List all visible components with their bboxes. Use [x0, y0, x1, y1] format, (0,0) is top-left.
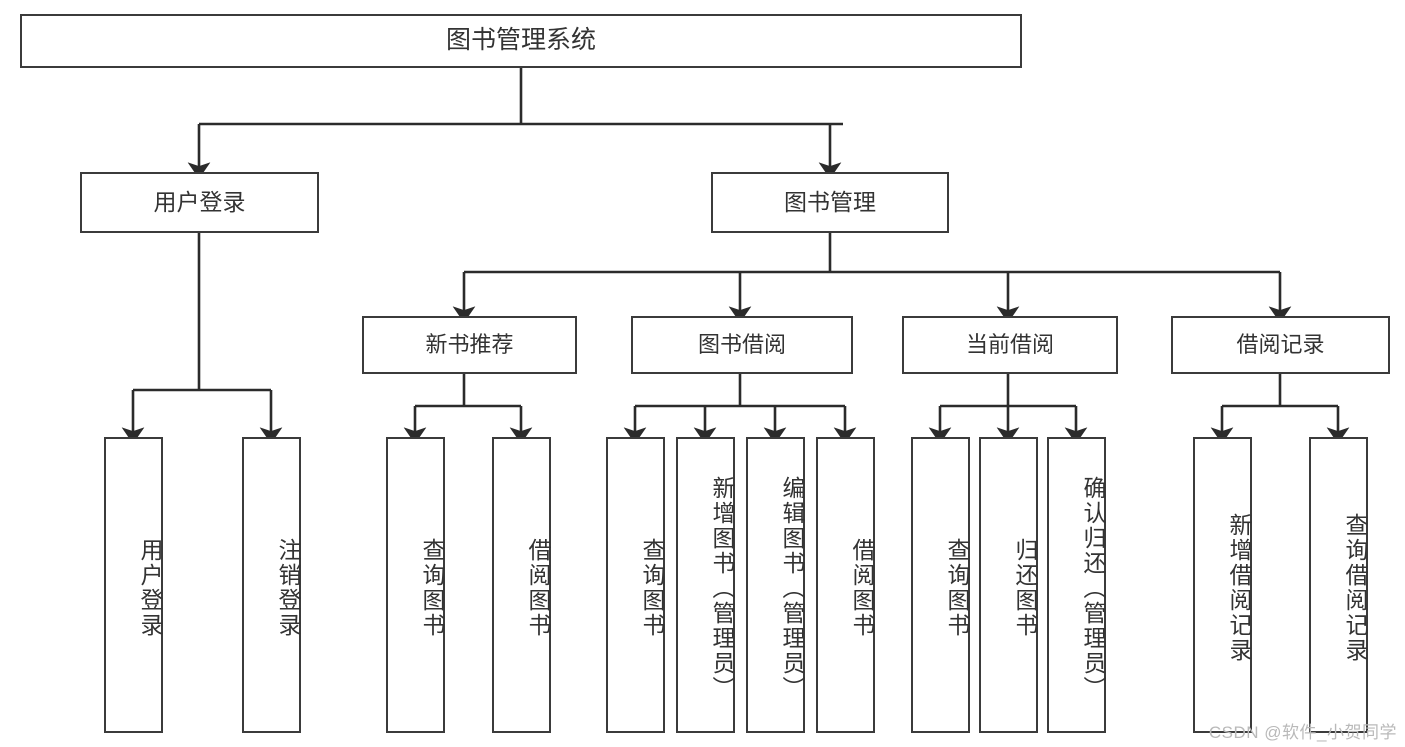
node-borrow-record[interactable]: 借阅记录 [1171, 316, 1390, 374]
node-leaf-borrow-book-1[interactable]: 借阅图书 [492, 437, 551, 733]
csdn-watermark: CSDN @软件_小贺同学 [1208, 723, 1397, 742]
node-leaf-user-login[interactable]: 用户登录 [104, 437, 163, 733]
node-current-borrow-label: 当前借阅 [965, 332, 1054, 358]
node-leaf-return-book[interactable]: 归还图书 [979, 437, 1038, 733]
node-book-manage-label: 图书管理 [784, 188, 876, 215]
node-leaf-confirm-return[interactable]: 确认归还（管理员） [1047, 437, 1106, 733]
node-leaf-edit-book[interactable]: 编辑图书（管理员） [746, 437, 805, 733]
node-root-label: 图书管理系统 [445, 26, 596, 55]
node-root[interactable]: 图书管理系统 [20, 14, 1022, 68]
node-leaf-return-book-label: 归还图书 [1012, 538, 1038, 638]
node-book-manage[interactable]: 图书管理 [711, 172, 949, 233]
node-leaf-query-book-3-label: 查询图书 [944, 538, 970, 638]
node-leaf-query-book-2[interactable]: 查询图书 [606, 437, 665, 733]
node-leaf-query-book-3[interactable]: 查询图书 [911, 437, 970, 733]
node-leaf-logout-login[interactable]: 注销登录 [242, 437, 301, 733]
node-leaf-query-book-1-label: 查询图书 [419, 538, 445, 638]
node-leaf-query-record-label: 查询借阅记录 [1342, 513, 1368, 663]
node-leaf-query-record[interactable]: 查询借阅记录 [1309, 437, 1368, 733]
node-leaf-add-book[interactable]: 新增图书（管理员） [676, 437, 735, 733]
node-book-borrow-label: 图书借阅 [697, 332, 786, 358]
node-leaf-borrow-book-2[interactable]: 借阅图书 [816, 437, 875, 733]
node-leaf-add-book-label: 新增图书（管理员） [709, 475, 735, 701]
node-user-login-label: 用户登录 [153, 188, 246, 215]
node-leaf-query-book-1[interactable]: 查询图书 [386, 437, 445, 733]
node-leaf-query-book-2-label: 查询图书 [639, 538, 665, 638]
node-leaf-confirm-return-label: 确认归还（管理员） [1080, 475, 1106, 701]
node-leaf-logout-login-label: 注销登录 [275, 538, 301, 638]
node-new-book-recommend-label: 新书推荐 [425, 332, 514, 358]
node-leaf-borrow-book-2-label: 借阅图书 [849, 538, 875, 638]
node-leaf-add-record-label: 新增借阅记录 [1226, 513, 1252, 663]
node-leaf-user-login-label: 用户登录 [137, 538, 163, 638]
node-new-book-recommend[interactable]: 新书推荐 [362, 316, 577, 374]
node-current-borrow[interactable]: 当前借阅 [902, 316, 1118, 374]
node-leaf-add-record[interactable]: 新增借阅记录 [1193, 437, 1252, 733]
node-book-borrow[interactable]: 图书借阅 [631, 316, 853, 374]
node-leaf-borrow-book-1-label: 借阅图书 [525, 538, 551, 638]
node-user-login[interactable]: 用户登录 [80, 172, 319, 233]
node-leaf-edit-book-label: 编辑图书（管理员） [779, 475, 805, 701]
node-borrow-record-label: 借阅记录 [1236, 332, 1325, 358]
